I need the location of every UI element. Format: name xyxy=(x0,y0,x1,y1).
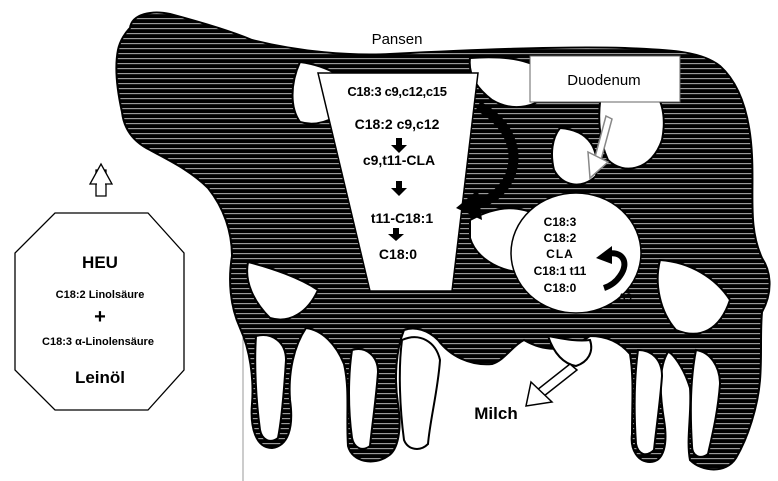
rumen-step-cla: c9,t11-CLA xyxy=(363,152,435,168)
udder xyxy=(548,336,591,366)
feed-linseed-oil: Leinöl xyxy=(75,368,125,387)
cow-leg-patch xyxy=(400,337,440,449)
rumen-step-vaccenic: t11-C18:1 xyxy=(371,210,433,226)
up-arrow-icon xyxy=(90,164,112,196)
milk-arrow-icon xyxy=(526,364,577,406)
feed-plus: + xyxy=(94,306,106,328)
milk-label: Milch xyxy=(474,404,517,423)
delta9-label: Δ9 xyxy=(618,292,632,304)
intestine-item-c18-3: C18:3 xyxy=(544,215,577,229)
intestine-item-c18-1-t11: C18:1 t11 xyxy=(534,264,587,278)
rumen-label: Pansen xyxy=(372,31,423,48)
feed-linolenic: C18:3 α-Linolensäure xyxy=(42,336,154,348)
feed-title: HEU xyxy=(82,253,118,272)
rumen-step-stearic: C18:0 xyxy=(379,246,417,262)
rumen-step-linolenic: C18:3 c9,c12,c15 xyxy=(347,84,446,99)
intestine-item-c18-2: C18:2 xyxy=(544,231,577,245)
intestine-item-cla: CLA xyxy=(546,247,574,261)
duodenum-label: Duodenum xyxy=(567,72,640,89)
feed-linoleic: C18:2 Linolsäure xyxy=(56,289,145,301)
rumen-step-linoleic: C18:2 c9,c12 xyxy=(355,116,440,132)
intestine-item-c18-0: C18:0 xyxy=(544,281,577,295)
